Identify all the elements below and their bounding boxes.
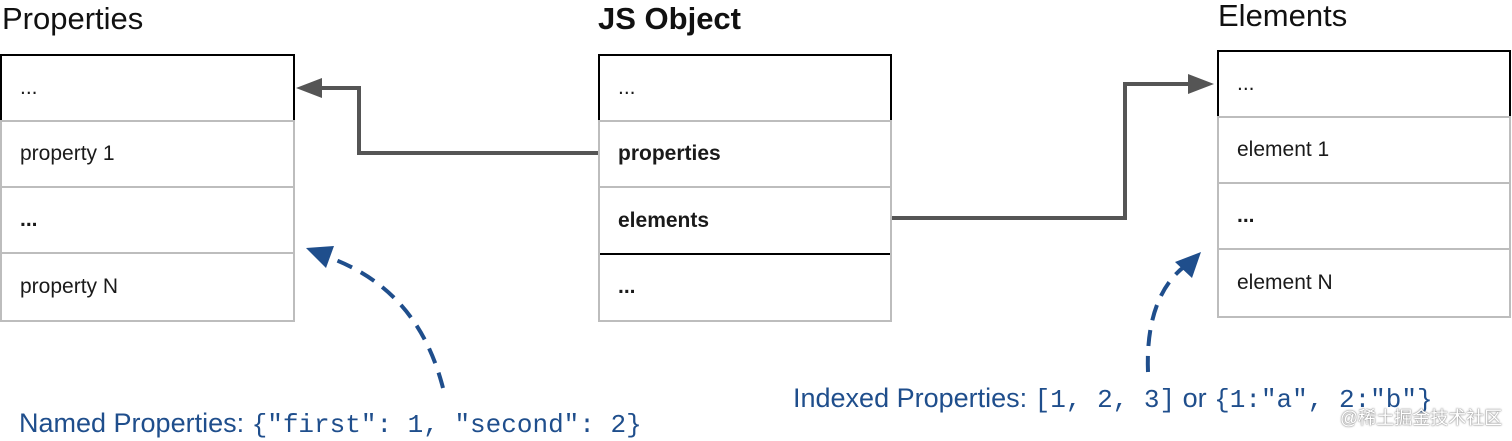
indexed-properties-caption: Indexed Properties: [1, 2, 3] or {1:"a",… [793,383,1433,415]
watermark: @稀土掘金技术社区 [1340,408,1503,428]
properties-row-property-n: property N [0,252,295,322]
js-object-title: JS Object [598,1,741,36]
object-row-ellipsis: ... [598,253,892,322]
object-row-elements: elements [598,186,892,255]
named-properties-label: Named Properties: [19,408,245,438]
named-properties-dashed-arrow [324,254,445,389]
indexed-properties-or: or [1182,383,1207,413]
properties-title: Properties [2,1,144,36]
named-properties-code: {"first": 1, "second": 2} [251,410,642,440]
elements-row-element-n: element N [1217,248,1511,318]
properties-pointer-arrow [308,86,598,155]
named-properties-caption: Named Properties: {"first": 1, "second":… [19,408,642,440]
elements-pointer-arrow [892,82,1200,220]
indexed-properties-object-code: {1:"a", 2:"b"} [1214,385,1433,415]
indexed-properties-array-code: [1, 2, 3] [1034,385,1176,415]
indexed-properties-dashed-arrow [1145,264,1187,373]
indexed-properties-dashed-arrowhead [1175,252,1201,278]
properties-pointer-arrowhead [296,78,322,98]
elements-pointer-arrowhead [1188,74,1214,94]
named-properties-dashed-arrowhead [306,246,334,268]
elements-title: Elements [1218,0,1348,33]
indexed-properties-label: Indexed Properties: [793,383,1028,413]
